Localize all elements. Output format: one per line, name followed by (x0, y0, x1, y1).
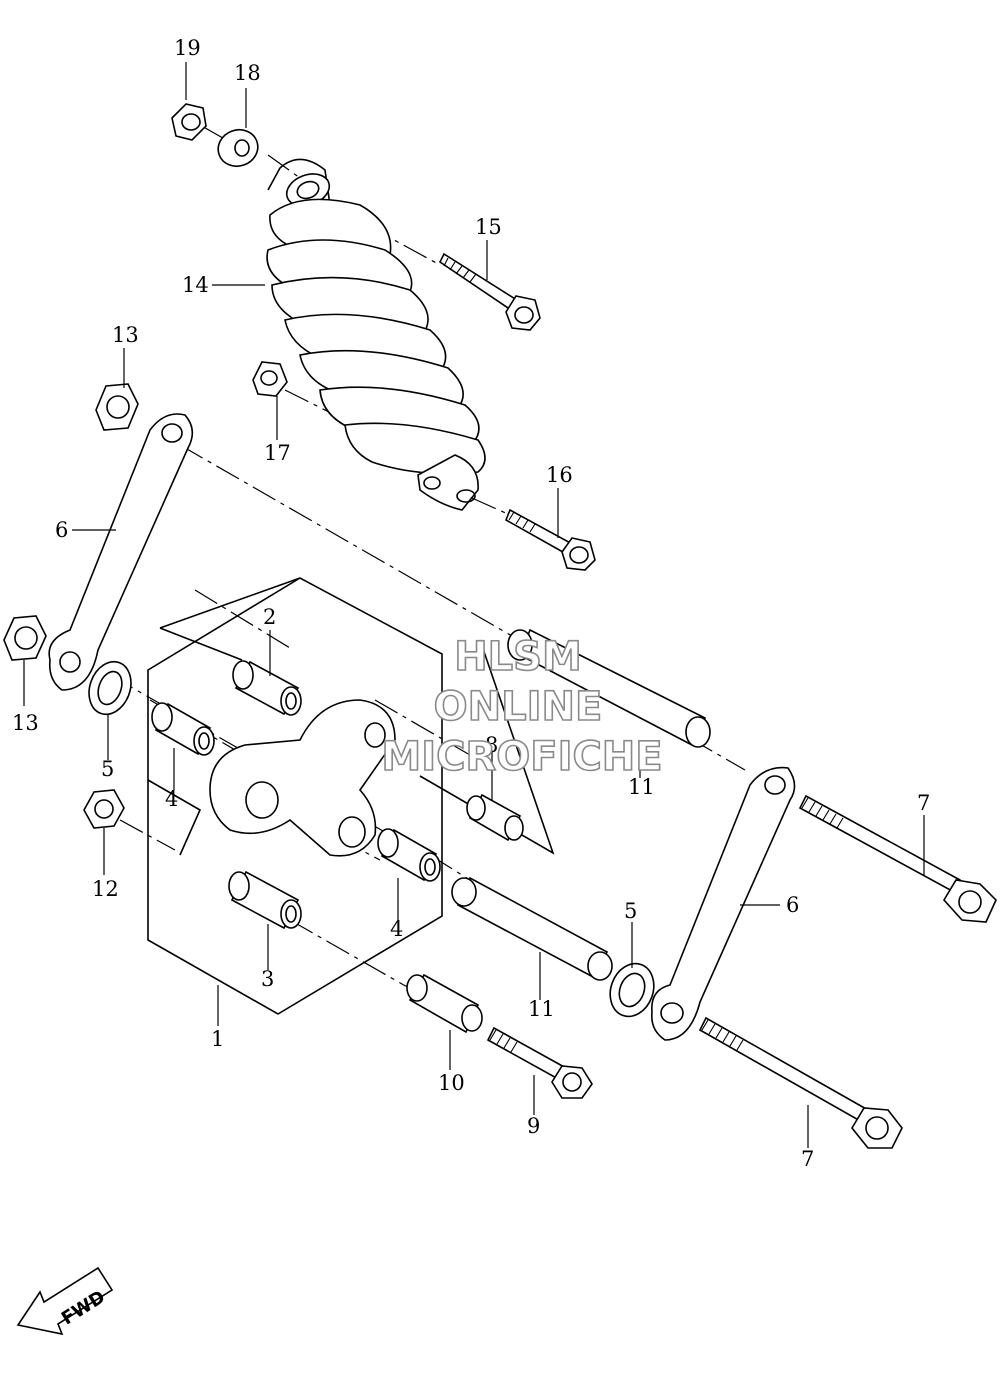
callout-5-right: 5 (624, 899, 637, 923)
bolt-7-upper (798, 794, 997, 923)
callout-13-top: 13 (112, 323, 139, 347)
collar-10 (406, 973, 483, 1034)
callout-18: 18 (234, 61, 261, 85)
callout-9: 9 (527, 1114, 540, 1138)
watermark-line-1: HLSM (454, 634, 582, 680)
callout-6-left: 6 (55, 518, 68, 542)
callout-15: 16 (546, 463, 573, 487)
callout-10: 10 (438, 1071, 465, 1095)
rear-shock-absorber (266, 158, 486, 511)
callout-19: 19 (174, 36, 201, 60)
collar-8 (466, 793, 524, 842)
callout-14: 14 (182, 273, 209, 297)
cushion-lever (209, 699, 396, 857)
nut-13-left (3, 615, 47, 661)
spacer-11-lower (451, 876, 613, 981)
washer-5-left (88, 660, 132, 716)
bearing-2 (232, 660, 302, 716)
watermark-line-3: MICROFICHE (381, 734, 662, 780)
callout-8: 8 (485, 733, 498, 757)
callout-7-lower: 7 (801, 1147, 814, 1171)
nut-12 (83, 789, 125, 829)
watermark-line-2: ONLINE (434, 684, 603, 730)
callout-12: 12 (92, 877, 119, 901)
nut-19 (171, 103, 207, 141)
callout-2: 2 (263, 605, 276, 629)
callout-11-lower: 11 (528, 997, 555, 1021)
callout-16: 15 (475, 215, 502, 239)
cushion-rod-left (48, 413, 194, 691)
callout-11-upper: 11 (628, 775, 655, 799)
nut-17 (252, 361, 288, 397)
callout-1: 1 (211, 1027, 224, 1051)
callout-17: 17 (264, 441, 291, 465)
fwd-arrow-icon: FWD (16, 1266, 114, 1336)
callout-4-right: 4 (390, 917, 403, 941)
leader-lines (23, 62, 925, 1148)
bolt-16 (438, 252, 541, 331)
callout-13-left: 13 (12, 711, 39, 735)
cushion-rod-right (650, 766, 796, 1041)
bolt-7-lower (698, 1016, 903, 1149)
watermark: HLSM ONLINE MICROFICHE (381, 633, 664, 781)
bearing-3 (228, 870, 302, 930)
bolt-9 (486, 1026, 593, 1099)
nut-13-top (95, 383, 139, 431)
callout-3: 3 (261, 967, 274, 991)
callout-6-right: 6 (786, 893, 799, 917)
callout-4-left: 4 (165, 787, 178, 811)
callout-5-left: 5 (101, 757, 114, 781)
bearing-4-left (151, 702, 215, 756)
bolt-15 (504, 508, 596, 571)
washer-18 (217, 128, 259, 168)
bearing-4-right (377, 828, 441, 882)
spacer-11-upper (507, 628, 711, 748)
lever-assembly-frame (147, 577, 555, 1015)
callout-labels: 19 18 15 14 13 17 16 6 2 13 8 5 4 11 7 1… (12, 36, 930, 1171)
callout-7-upper: 7 (917, 791, 930, 815)
washer-5-right (609, 962, 655, 1018)
